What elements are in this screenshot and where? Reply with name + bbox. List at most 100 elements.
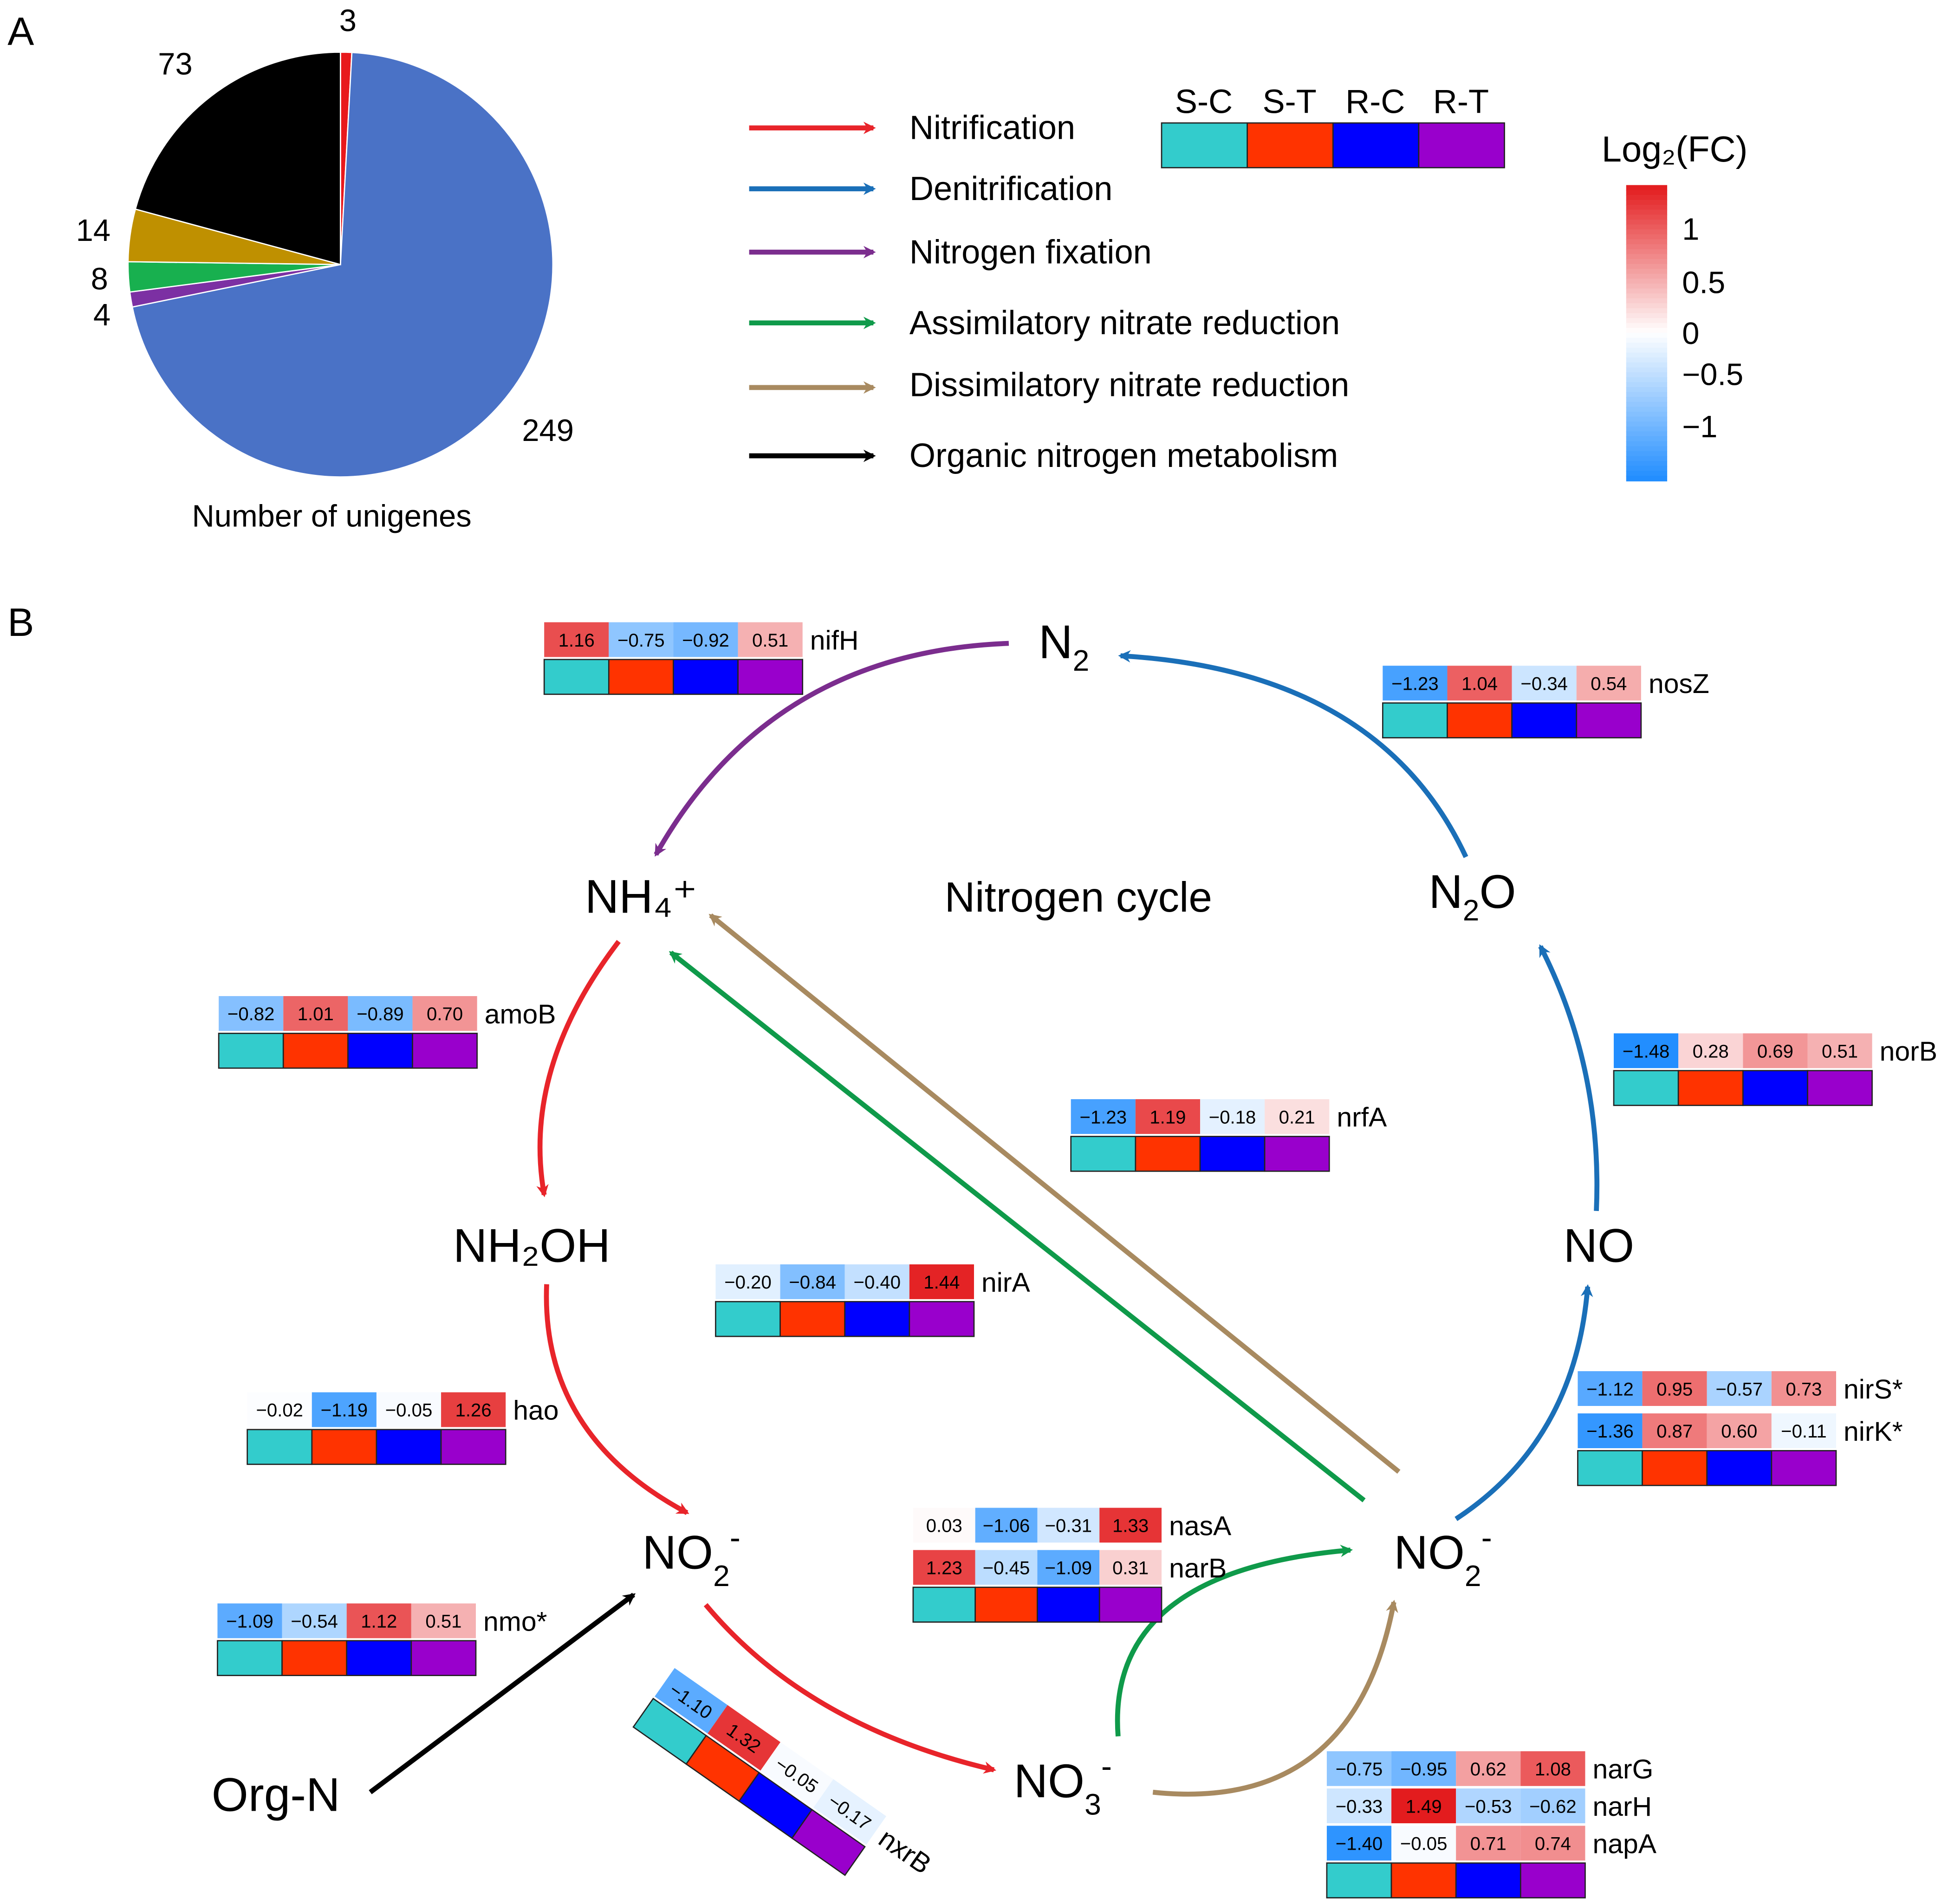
- heat-cell-hao-1: [312, 1392, 377, 1427]
- group-swatch-nirK-0: [1577, 1450, 1643, 1486]
- group-swatch-norB-3: [1807, 1070, 1873, 1106]
- heat-cell-nifH-2: [673, 622, 738, 657]
- group-swatch-nirA-3: [909, 1301, 975, 1337]
- colorbar-step: [1626, 229, 1668, 235]
- colorbar-step: [1626, 308, 1668, 314]
- group-swatch-narB-1: [974, 1587, 1038, 1623]
- heat-cell-narH-2: [1456, 1788, 1521, 1824]
- heat-cell-nosZ-0: [1383, 666, 1448, 701]
- group-swatch-nosZ-2: [1511, 702, 1578, 738]
- heat-value-amoB-2: −0.89: [357, 1004, 404, 1024]
- group-swatch-nrfA-0: [1070, 1136, 1136, 1172]
- panel-b-label: B: [7, 600, 34, 645]
- pie-caption: Number of unigenes: [192, 499, 471, 534]
- colorbar-step: [1626, 283, 1668, 290]
- colorbar-step: [1626, 426, 1668, 433]
- colorbar-step: [1626, 264, 1668, 270]
- colorbar-step: [1626, 407, 1668, 413]
- legend-label-assimilatory: Assimilatory nitrate reduction: [909, 304, 1340, 342]
- heat-cell-amoB-3: [412, 996, 477, 1031]
- colorbar-step: [1626, 446, 1668, 452]
- group-swatch-amoB-2: [347, 1032, 413, 1069]
- heat-cell-nmo-1: [282, 1603, 347, 1638]
- colorbar-step: [1626, 234, 1668, 240]
- cycle-title: Nitrogen cycle: [945, 874, 1212, 921]
- colorbar-step: [1626, 367, 1668, 373]
- panel-a-label: A: [7, 9, 34, 53]
- heat-cell-nirA-0: [715, 1264, 780, 1299]
- arrow-no3-to-no2-brown: [1152, 1600, 1398, 1797]
- group-swatch-nifH-0: [543, 659, 610, 695]
- colorbar-step: [1626, 461, 1668, 467]
- heat-value-nmo-2: 1.12: [361, 1611, 397, 1632]
- colorbar-tick-0: 0: [1682, 316, 1699, 351]
- pathway-legend: Nitrification Denitrification Nitrogen f…: [749, 110, 1349, 474]
- heat-cell-nmo-0: [217, 1603, 282, 1638]
- colorbar-step: [1626, 298, 1668, 304]
- gene-name-nifH: nifH: [810, 625, 859, 655]
- heat-cell-narB-1: [975, 1550, 1038, 1585]
- heat-cell-nrfA-1: [1135, 1099, 1200, 1134]
- heat-cell-nirS-0: [1578, 1371, 1643, 1406]
- heat-cell-nirK-2: [1707, 1413, 1772, 1448]
- colorbar-step: [1626, 387, 1668, 393]
- colorbar-step: [1626, 194, 1668, 201]
- arrow-no-to-n2o: [1538, 944, 1600, 1211]
- gene-name-napA: napA: [1593, 1829, 1657, 1859]
- heat-cell-norB-1: [1678, 1033, 1743, 1069]
- heat-value-narH-1: 1.49: [1406, 1796, 1442, 1817]
- colorbar-step: [1626, 239, 1668, 245]
- gene-name-narH: narH: [1593, 1792, 1652, 1822]
- group-swatch-st: [1247, 122, 1334, 168]
- node-no2-right: NO2-: [1394, 1520, 1492, 1593]
- node-n2: N2: [1039, 615, 1089, 677]
- colorbar-step: [1626, 392, 1668, 398]
- colorbar-step: [1626, 382, 1668, 388]
- group-swatch-nirA-1: [779, 1301, 846, 1337]
- heat-value-nrfA-3: 0.21: [1279, 1107, 1315, 1127]
- colorbar-step: [1626, 205, 1668, 211]
- heat-value-norB-0: −1.48: [1623, 1041, 1670, 1062]
- group-swatch-narB-0: [912, 1587, 976, 1623]
- colorbar-step: [1626, 190, 1668, 196]
- heat-value-nirK-2: 0.60: [1721, 1421, 1757, 1442]
- heat-cell-nmo-3: [411, 1603, 476, 1638]
- heat-value-amoB-0: −0.82: [227, 1004, 275, 1024]
- heat-value-napA-1: −0.05: [1400, 1833, 1448, 1854]
- group-swatch-nirA-0: [715, 1301, 781, 1337]
- group-swatch-nifH-3: [737, 659, 804, 695]
- gene-name-nirK: nirK*: [1844, 1417, 1903, 1447]
- gene-name-hao: hao: [513, 1395, 558, 1425]
- heat-cell-nasA-3: [1099, 1508, 1162, 1543]
- heat-cell-norB-0: [1614, 1033, 1679, 1069]
- colorbar-step: [1626, 328, 1668, 334]
- colorbar-step: [1626, 323, 1668, 329]
- heat-value-narH-3: −0.62: [1529, 1796, 1577, 1817]
- group-swatch-nrfA-1: [1135, 1136, 1201, 1172]
- group-swatch-hao-0: [247, 1429, 313, 1465]
- heat-value-narH-0: −0.33: [1336, 1796, 1383, 1817]
- colorbar-title: Log₂(FC): [1602, 130, 1748, 169]
- heat-value-nirS-2: −0.57: [1716, 1379, 1763, 1399]
- group-swatch-nosZ-3: [1576, 702, 1642, 738]
- arrow-no2-to-nh4-green: [669, 951, 1366, 1502]
- heat-value-hao-3: 1.26: [455, 1400, 492, 1421]
- legend-label-nitrification: Nitrification: [909, 110, 1075, 147]
- heat-cell-narG-1: [1391, 1751, 1456, 1786]
- heat-value-nosZ-1: 1.04: [1461, 673, 1498, 694]
- pie-label-73: 73: [158, 47, 192, 82]
- legend-label-organic-n: Organic nitrogen metabolism: [909, 437, 1338, 474]
- heat-value-nifH-0: 1.16: [558, 630, 595, 651]
- gene-name-nirS: nirS*: [1844, 1374, 1903, 1405]
- heat-value-nrfA-2: −0.18: [1209, 1107, 1256, 1127]
- group-swatch-norB-2: [1742, 1070, 1808, 1106]
- heat-value-nrfA-0: −1.23: [1080, 1107, 1127, 1127]
- heat-cell-napA-1: [1391, 1826, 1456, 1861]
- heat-cell-nirK-1: [1642, 1413, 1707, 1448]
- heat-value-narB-0: 1.23: [926, 1558, 962, 1579]
